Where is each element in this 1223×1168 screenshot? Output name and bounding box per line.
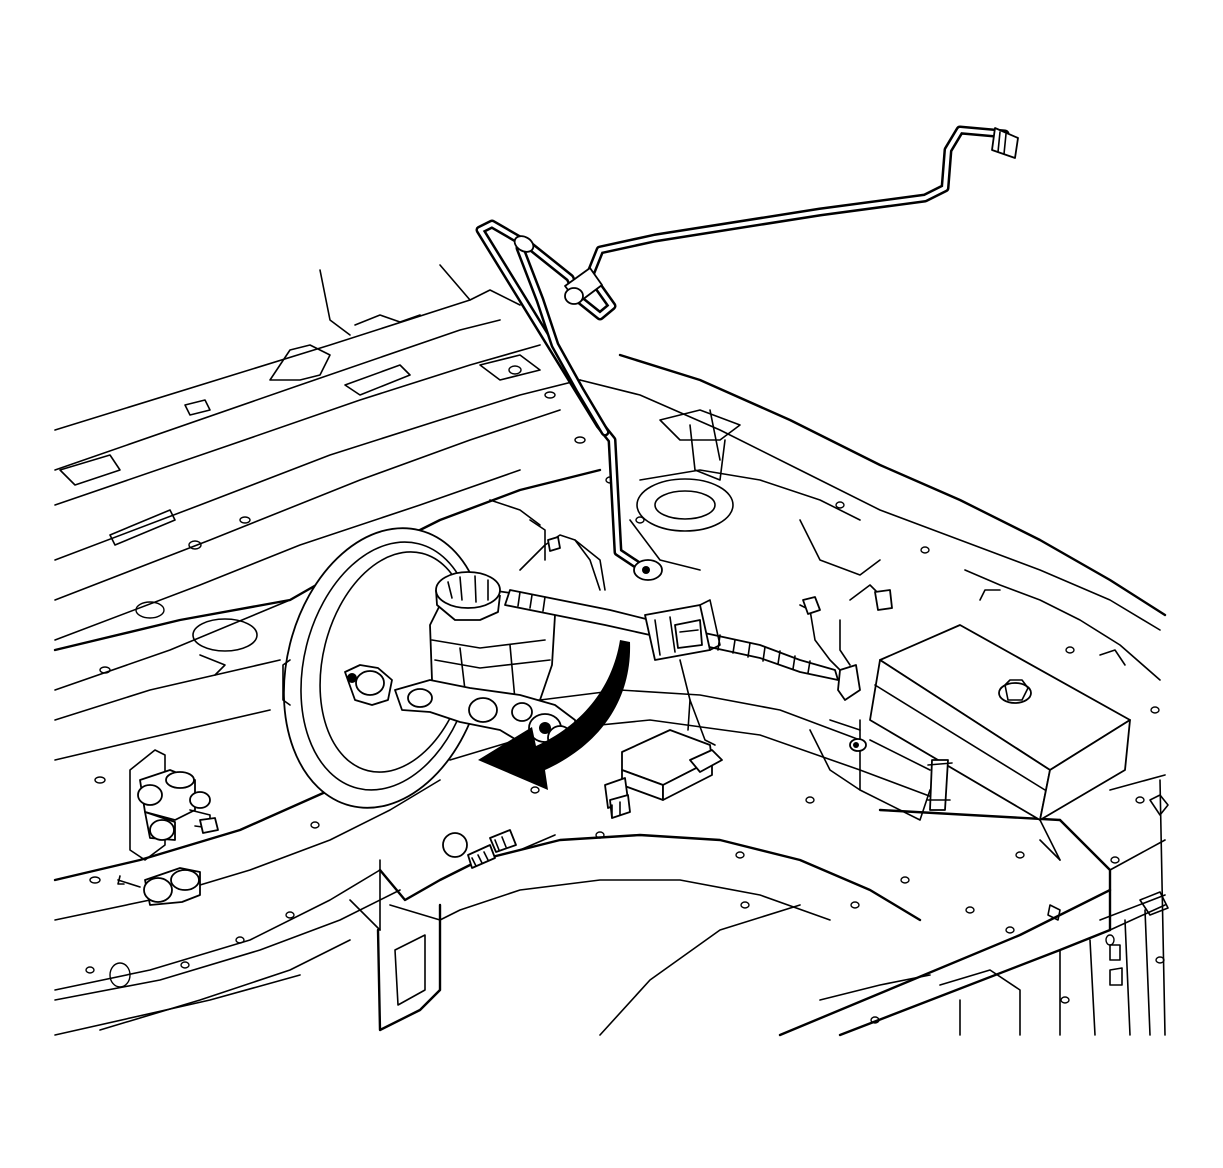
bolt-icon bbox=[442, 829, 517, 869]
brake-pipe-icon bbox=[475, 125, 1010, 575]
brake-booster-icon bbox=[282, 527, 488, 809]
valve-bracket-icon bbox=[117, 867, 201, 906]
relay-module-icon bbox=[604, 729, 723, 819]
reservoir-cap-icon bbox=[435, 571, 501, 621]
arrow-icon bbox=[478, 640, 631, 790]
electrical-connector-icon bbox=[644, 599, 721, 661]
proportioning-valve-icon bbox=[129, 749, 219, 861]
battery-tray-icon bbox=[809, 624, 1131, 861]
pipe-fitting-icon bbox=[513, 127, 1019, 581]
